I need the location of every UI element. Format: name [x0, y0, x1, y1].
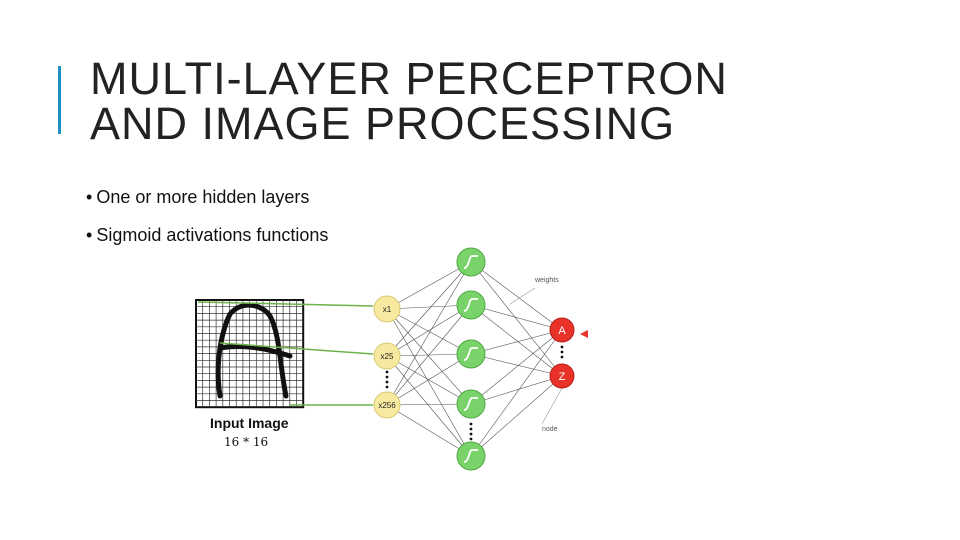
input-node-label: x256 [378, 401, 396, 410]
bullet-item: •One or more hidden layers [86, 186, 328, 224]
ellipsis-dot [470, 428, 473, 431]
ellipsis-dot [386, 376, 389, 379]
weight-edge [471, 305, 562, 376]
node-pointer-line [542, 388, 562, 424]
hidden-node [457, 340, 485, 368]
weights-label: weights [534, 277, 559, 284]
bullet-dot: • [86, 187, 92, 207]
title-line-2: AND IMAGE PROCESSING [90, 101, 728, 146]
weights-pointer-line [510, 288, 535, 304]
bullet-text: One or more hidden layers [96, 187, 309, 207]
input-image-title: Input Image [210, 415, 289, 431]
output-node-label: Z [559, 371, 566, 383]
weight-edge [387, 309, 471, 456]
input-node-label: x1 [383, 305, 392, 314]
hidden-node [457, 442, 485, 470]
hidden-node [457, 291, 485, 319]
hidden-node [457, 248, 485, 276]
weight-edge [471, 262, 562, 330]
ellipsis-dot [386, 381, 389, 384]
weight-edge [387, 405, 471, 456]
input-node-label: x25 [381, 352, 394, 361]
input-image-size: 16 * 16 [224, 435, 268, 449]
title-line-1: MULTI-LAYER PERCEPTRON [90, 56, 728, 101]
ellipsis-dot [561, 351, 564, 354]
output-node-label: A [558, 325, 566, 337]
ellipsis-dot [470, 438, 473, 441]
output-pointer-arrow [580, 330, 588, 338]
ellipsis-dot [561, 346, 564, 349]
ellipsis-dot [470, 423, 473, 426]
title-accent-bar [58, 66, 61, 134]
weight-edge [471, 376, 562, 456]
bullet-dot: • [86, 225, 92, 245]
hidden-node [457, 390, 485, 418]
ellipsis-dot [561, 356, 564, 359]
slide-title: MULTI-LAYER PERCEPTRON AND IMAGE PROCESS… [90, 56, 728, 146]
ellipsis-dot [386, 386, 389, 389]
weight-edge [387, 262, 471, 405]
ellipsis-dot [470, 433, 473, 436]
ellipsis-dot [386, 371, 389, 374]
weight-edge [387, 356, 471, 404]
node-label: node [542, 426, 558, 433]
